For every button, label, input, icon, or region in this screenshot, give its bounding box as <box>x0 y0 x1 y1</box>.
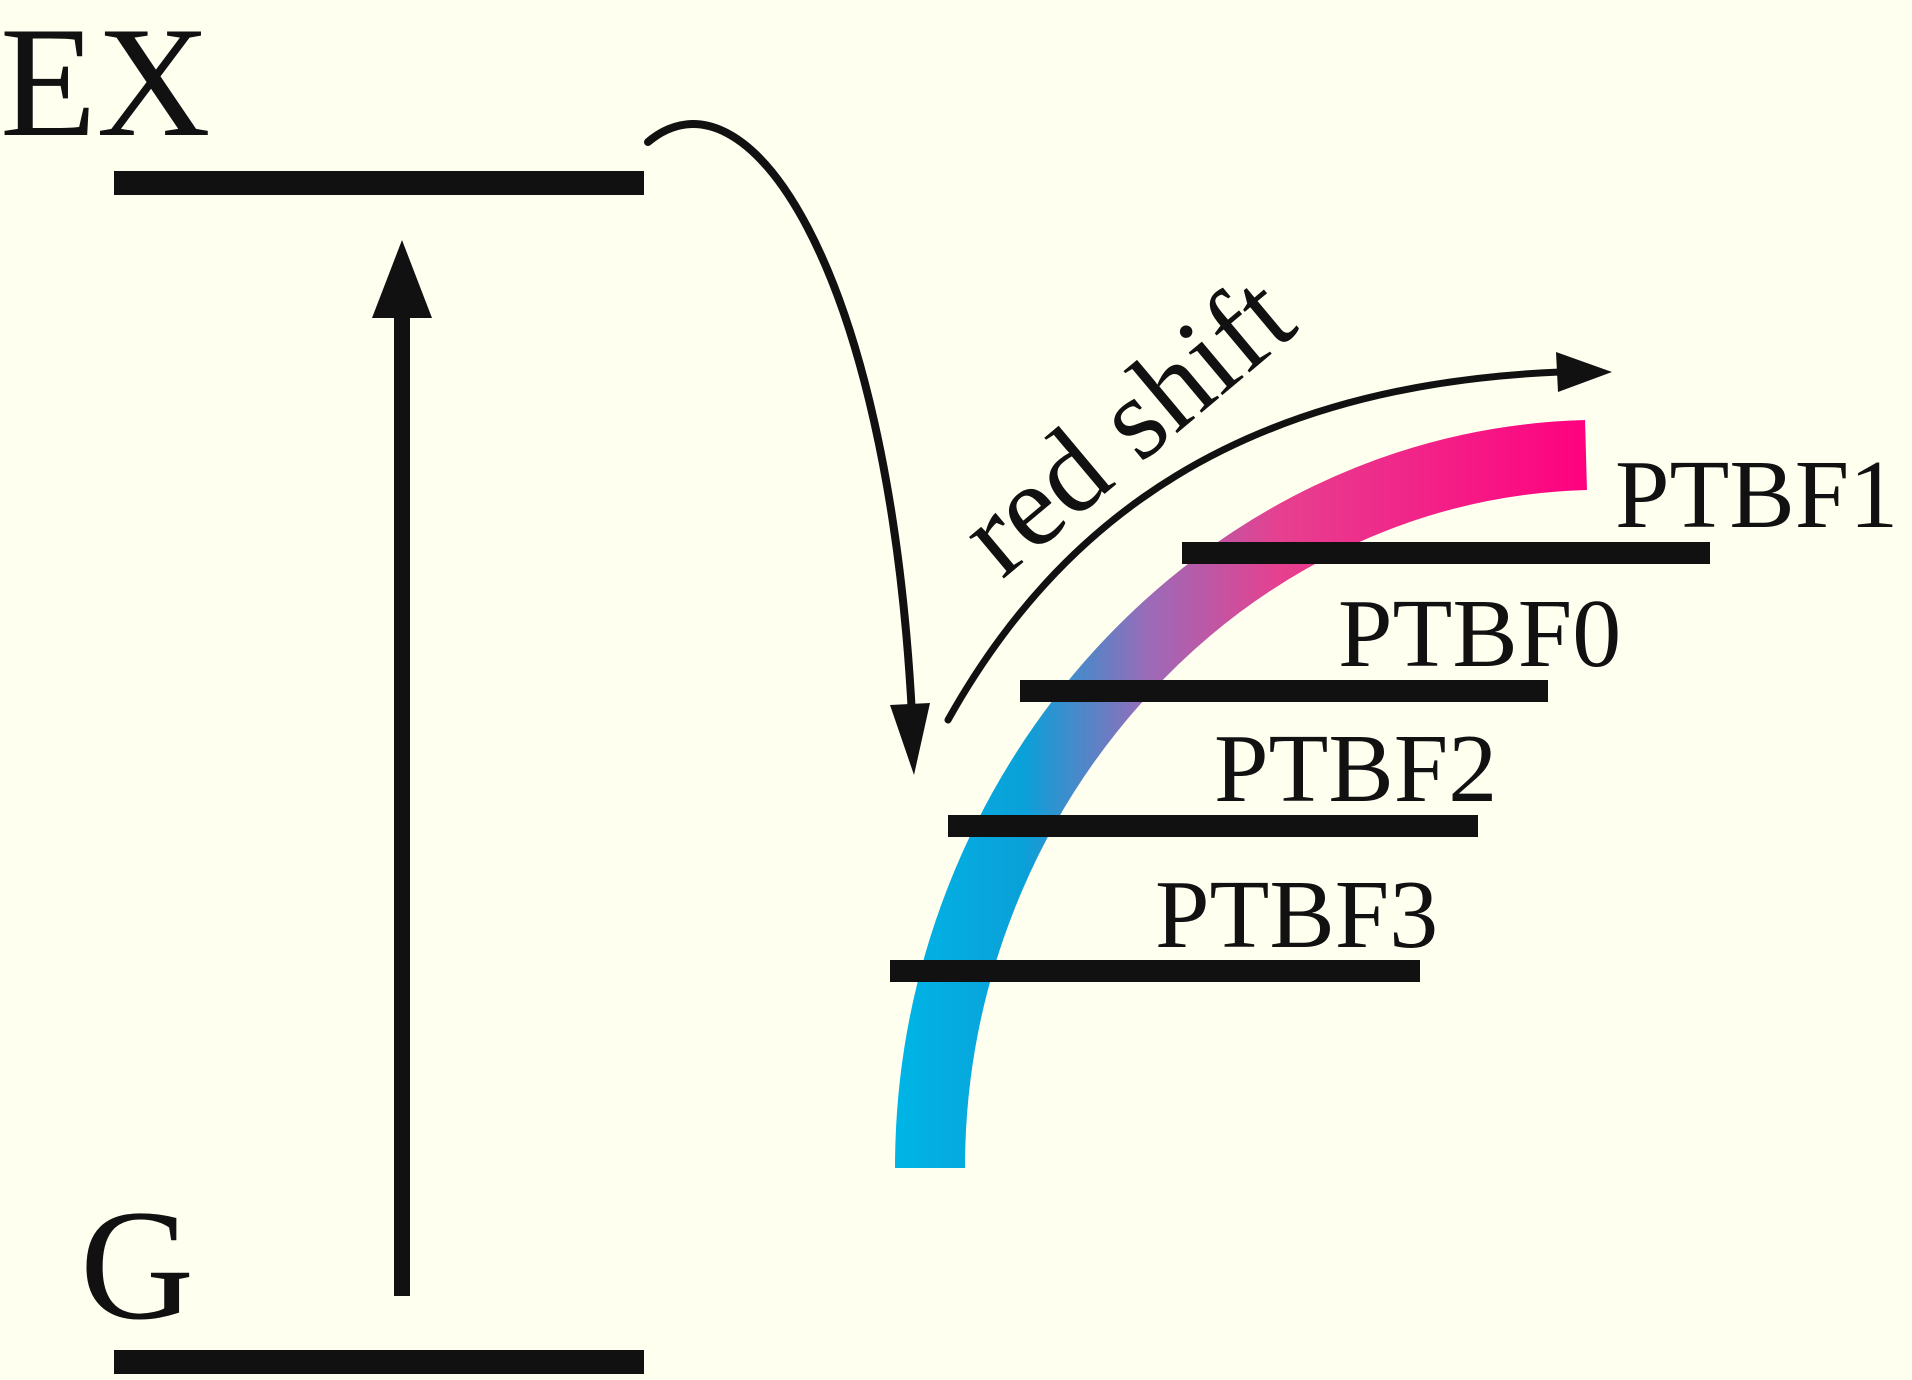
excited-state-label: EX <box>0 0 211 170</box>
red-shift-arrow-head <box>1556 352 1612 392</box>
ground-state-level <box>114 1350 644 1374</box>
ground-state-label: G <box>80 1178 194 1353</box>
level-label-ptbf1: PTBF1 <box>1615 441 1898 549</box>
red-shift-gradient-band <box>895 420 1587 1169</box>
excited-state-level <box>114 171 644 195</box>
relaxation-arrow <box>644 120 916 719</box>
red-shift-arrow <box>944 368 1564 724</box>
level-line-ptbf2 <box>948 815 1478 837</box>
excitation-arrow-head <box>372 240 432 318</box>
level-line-ptbf3 <box>890 960 1420 982</box>
excitation-arrow-shaft <box>394 310 410 1296</box>
level-line-ptbf0 <box>1020 680 1548 702</box>
relaxation-arrow-head <box>890 703 930 775</box>
level-label-ptbf3: PTBF3 <box>1155 861 1438 969</box>
level-line-ptbf1 <box>1182 542 1710 564</box>
level-label-ptbf2: PTBF2 <box>1214 715 1497 823</box>
level-label-ptbf0: PTBF0 <box>1338 580 1621 688</box>
